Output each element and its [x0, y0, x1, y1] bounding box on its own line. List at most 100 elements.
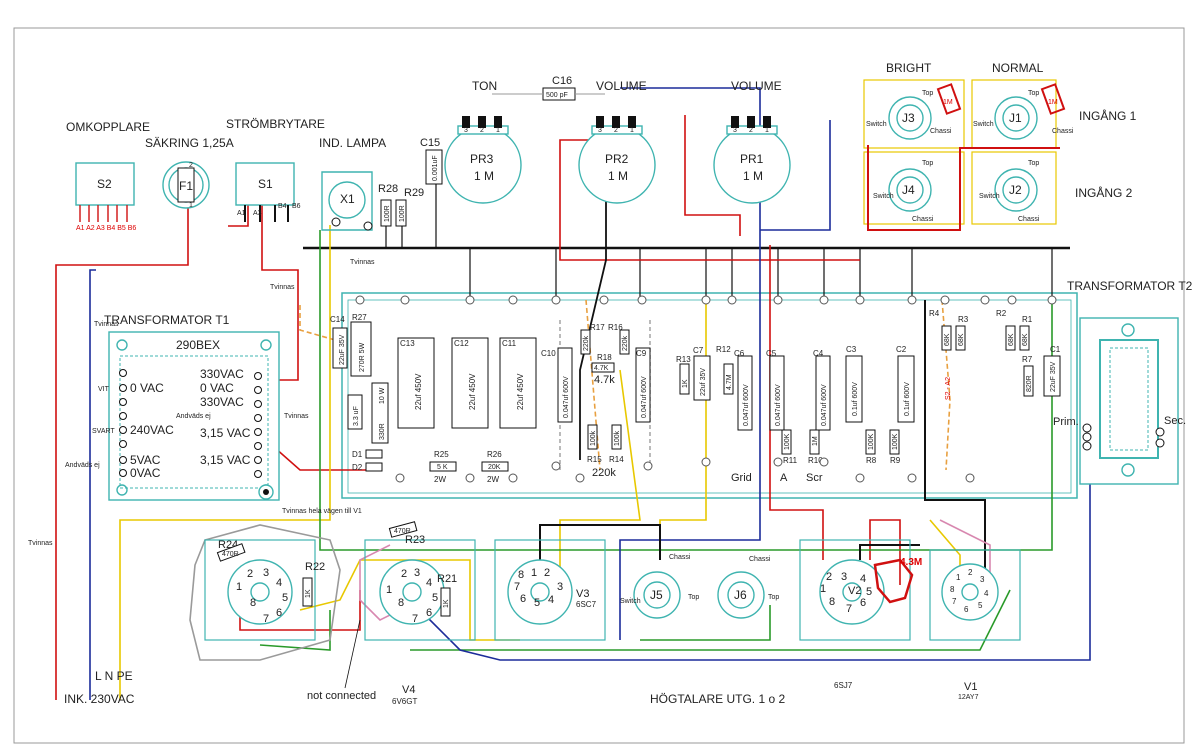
- r4-label: R4: [929, 309, 940, 318]
- s1-pin-b4: B4: [278, 203, 287, 210]
- r3-label: R3: [958, 315, 969, 324]
- c4-label: C4: [813, 349, 824, 358]
- r16-label: R16: [608, 323, 623, 332]
- v4-pin2: 2: [401, 568, 407, 580]
- v4a-pin4: 4: [276, 577, 282, 589]
- t1-andvads-ej-right: Andväds ej: [176, 413, 211, 420]
- j6-top-label: Top: [768, 594, 779, 601]
- j4-switch-label: Switch: [873, 193, 894, 200]
- t1-andvads-ej-left: Andväds ej: [65, 462, 100, 469]
- r7-value: 820R: [1026, 375, 1033, 392]
- s1-switch: S1 A1 A3 B4 B6: [235, 162, 301, 222]
- c3-value: 0.1uf 600V: [852, 382, 859, 416]
- c16-label: C16: [552, 75, 572, 87]
- c1-label: C1: [1050, 345, 1061, 354]
- r21-value: 1K: [443, 599, 450, 608]
- v1-type: 12AY7: [958, 694, 979, 701]
- r27-label: R27: [352, 313, 367, 322]
- v4a-pin2: 2: [247, 568, 253, 580]
- r26-wattage: 2W: [487, 475, 499, 484]
- tvinnas-label-a: Tvinnas: [94, 321, 119, 328]
- r29-label: R29: [404, 187, 424, 199]
- j5-switch-label: Switch: [620, 598, 641, 605]
- ingang1-label: INGÅNG 1: [1079, 108, 1137, 123]
- v1-pin8: 8: [950, 585, 955, 594]
- s2-a2-label: S2 - A2: [945, 377, 952, 400]
- r11-label: R11: [783, 456, 798, 465]
- c-3u3-value: 3.3 uF: [353, 406, 360, 426]
- transformer-t2: Prim. Sec.: [1053, 317, 1186, 485]
- c4-value: 0.047uf 600V: [821, 384, 828, 426]
- tube-v2-socket: 2 3 4 5 6 7 8 1 V2 6SJ7 4.3M: [799, 539, 922, 690]
- x1-indicator-lamp: X1: [321, 171, 373, 231]
- pr2-pin1: 1: [630, 127, 634, 134]
- j1-switch-label: Switch: [973, 121, 994, 128]
- c13-value: 22uf 450V: [414, 373, 423, 410]
- x1-label: X1: [340, 192, 355, 206]
- hogtalare-label: HÖGTALARE UTG. 1 o 2: [650, 692, 785, 706]
- r9-value: 100K: [892, 433, 899, 450]
- pr1-pin2: 2: [749, 127, 753, 134]
- v4-pin7: 7: [412, 613, 418, 625]
- c10-value: 0.047uf 600V: [563, 376, 570, 418]
- volume-left-label: VOLUME: [596, 79, 647, 93]
- t1-tap-5vac: 5VAC: [130, 453, 161, 467]
- not-connected-label: not connected: [307, 690, 376, 702]
- s1-pin-a3: A3: [253, 210, 262, 217]
- s2-pins-label: A1 A2 A3 B4 B5 B6: [76, 225, 136, 232]
- tube-v3-socket: 8 1 2 7 6 5 4 3 V3 6SC7: [494, 539, 606, 641]
- j2-switch-label: Switch: [979, 193, 1000, 200]
- j3-chassi-label: Chassi: [930, 128, 952, 135]
- v1-pin2: 2: [968, 568, 973, 577]
- t1-vit-label: VIT: [98, 386, 110, 393]
- transformer-t1: 290BEX 0 VAC 240VAC 5VAC 0VAC 330VAC 0 V…: [28, 259, 375, 547]
- v1-pin5: 5: [978, 601, 983, 610]
- v2-pin8: 8: [829, 596, 835, 608]
- j1-label: J1: [1009, 111, 1022, 125]
- v3-pin6: 6: [520, 593, 526, 605]
- transformator-t1-label: TRANSFORMATOR T1: [104, 313, 230, 327]
- t1-tap-240vac: 240VAC: [130, 423, 174, 437]
- v4-pin1: 1: [386, 584, 392, 596]
- r28-value: 100R: [384, 205, 391, 222]
- j3-label: J3: [902, 111, 915, 125]
- r21-label: R21: [437, 573, 457, 585]
- transformator-t2-label: TRANSFORMATOR T2: [1067, 279, 1193, 293]
- r13-value: 1K: [682, 379, 689, 388]
- v1-pin4: 4: [984, 589, 989, 598]
- v2-pin7: 7: [846, 603, 852, 615]
- r26-value: 20K: [488, 464, 501, 471]
- r-10w-label: 10 W: [379, 387, 386, 404]
- main-board-outline: [341, 292, 1078, 499]
- input-jacks: J3 Switch Top Chassi J1 Switch Top Chass…: [863, 79, 1074, 231]
- l-n-pe-label: L N PE: [95, 669, 133, 683]
- r16-value: 220k: [622, 335, 629, 351]
- t1-tap-330vac-a: 330VAC: [200, 367, 244, 381]
- v3-pin5: 5: [534, 597, 540, 609]
- v4-pin6: 6: [426, 607, 432, 619]
- c7-label: C7: [693, 346, 704, 355]
- a-label: A: [780, 472, 788, 484]
- c6-label: C6: [734, 349, 745, 358]
- r12-value: 4.7M: [726, 374, 733, 390]
- c16-capacitor: C16 500 pF: [492, 75, 605, 101]
- r-330r-label: 330R: [379, 423, 386, 440]
- j3-switch-label: Switch: [866, 121, 887, 128]
- ind-lampa-label: IND. LAMPA: [319, 136, 386, 150]
- c2-value: 0.1uf 600V: [904, 382, 911, 416]
- v3-pin2: 2: [544, 567, 550, 579]
- tube-v4-socket: R23 470R R21 1K 2 3 4 5 6 7 8 1 V4 6V6GT: [364, 521, 476, 706]
- j2-chassi-label: Chassi: [1018, 216, 1040, 223]
- r25-label: R25: [434, 450, 449, 459]
- j4-chassi-label: Chassi: [912, 216, 934, 223]
- j6-output-jack: J6 Chassi Top: [717, 556, 779, 619]
- j2-top-label: Top: [1028, 160, 1039, 167]
- r17-label: R17: [590, 323, 605, 332]
- v3-pin3: 3: [557, 581, 563, 593]
- r27-value: 270R 5W: [359, 342, 366, 372]
- t1-tap-330vac-b: 330VAC: [200, 395, 244, 409]
- volume-right-label: VOLUME: [731, 79, 782, 93]
- c12-label: C12: [454, 339, 469, 348]
- t2-prim-label: Prim.: [1053, 416, 1079, 428]
- pr3-pin1: 1: [496, 127, 500, 134]
